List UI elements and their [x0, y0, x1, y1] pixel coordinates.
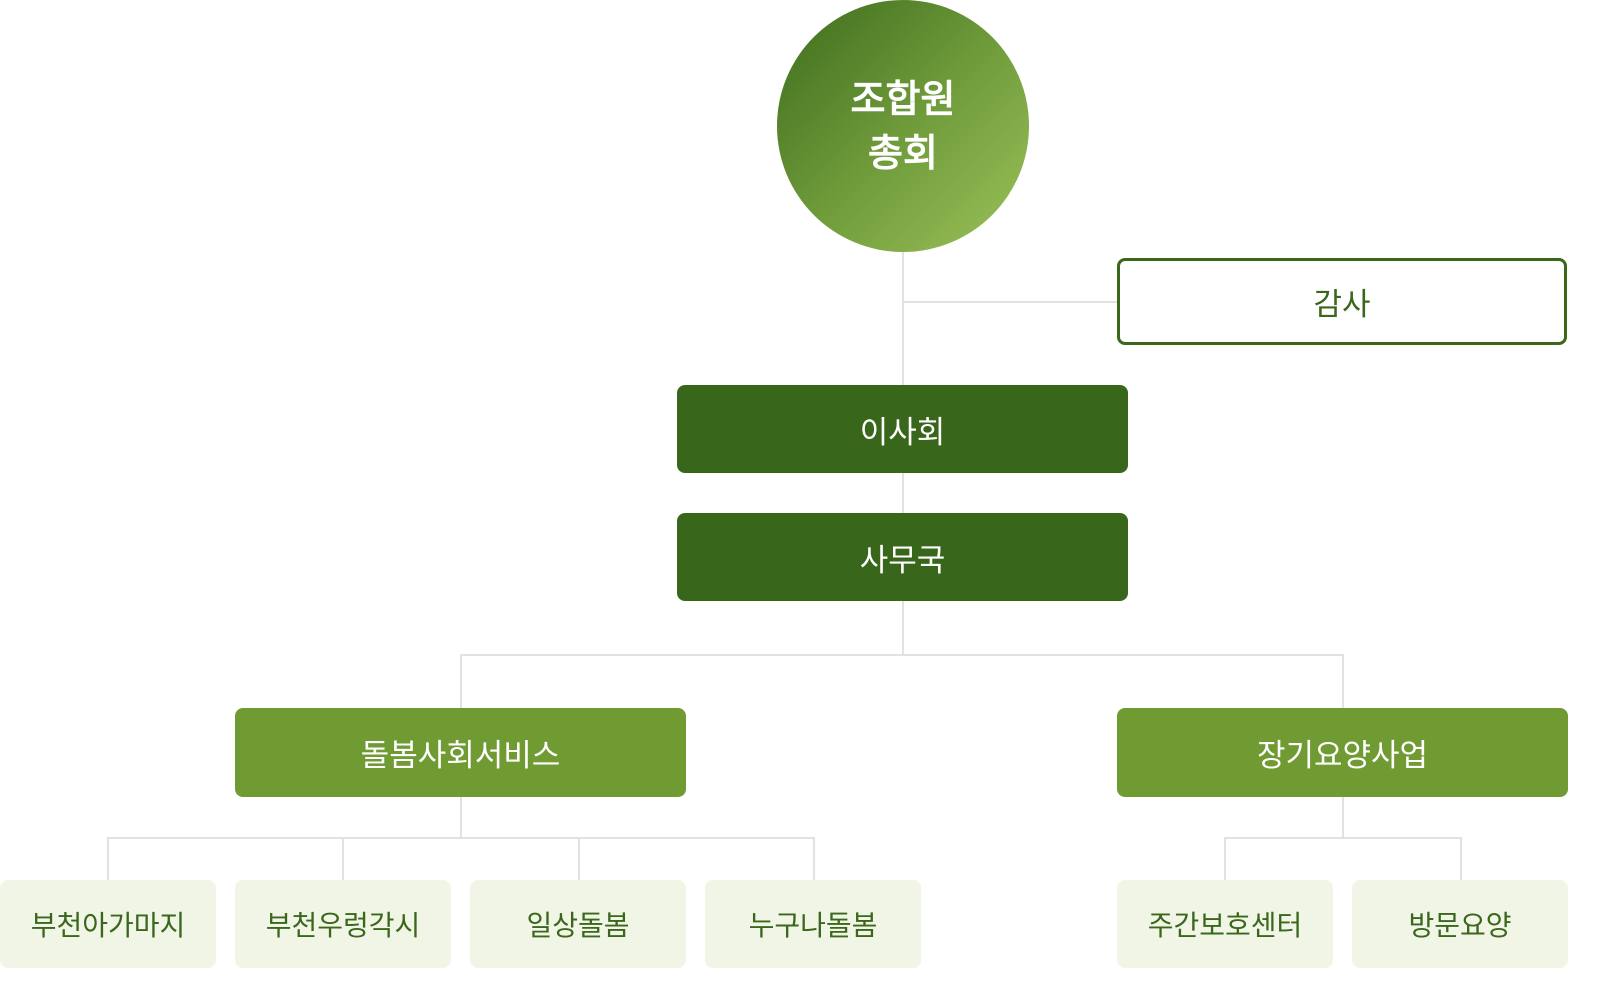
division-label: 돌봄사회서비스 — [360, 738, 561, 774]
connector-line — [902, 301, 1118, 303]
unit-label: 일상돌봄 — [526, 909, 630, 942]
audit-node: 감사 — [1117, 258, 1567, 345]
unit-label: 방문요양 — [1408, 909, 1512, 942]
connector-line — [1224, 837, 1226, 881]
connector-line — [1224, 837, 1462, 839]
division-label: 장기요양사업 — [1256, 738, 1429, 774]
unit-node: 부천아가마지 — [0, 880, 216, 968]
division-node-long-term-care: 장기요양사업 — [1117, 708, 1568, 797]
connector-line — [460, 796, 462, 838]
division-node-care-services: 돌봄사회서비스 — [235, 708, 686, 797]
unit-label: 부천아가마지 — [30, 909, 186, 942]
board-node: 이사회 — [677, 385, 1128, 473]
unit-node: 누구나돌봄 — [705, 880, 921, 968]
secretariat-label: 사무국 — [859, 542, 946, 579]
unit-label: 누구나돌봄 — [748, 909, 878, 942]
unit-node: 부천우렁각시 — [235, 880, 451, 968]
audit-label: 감사 — [1313, 287, 1371, 323]
connector-line — [1342, 796, 1344, 838]
connector-line — [107, 837, 109, 881]
connector-line — [1460, 837, 1462, 881]
connector-line — [813, 837, 815, 881]
connector-line — [460, 654, 1344, 656]
connector-line — [107, 837, 815, 839]
general-assembly-node: 조합원 총회 — [777, 0, 1029, 252]
unit-node: 주간보호센터 — [1117, 880, 1333, 968]
connector-line — [342, 837, 344, 881]
board-label: 이사회 — [859, 414, 946, 451]
connector-line — [460, 654, 462, 709]
secretariat-node: 사무국 — [677, 513, 1128, 601]
unit-node: 일상돌봄 — [470, 880, 686, 968]
connector-line — [1342, 654, 1344, 709]
unit-label: 주간보호센터 — [1147, 909, 1303, 942]
general-assembly-label-line2: 총회 — [868, 131, 938, 175]
general-assembly-label-line1: 조합원 — [850, 77, 956, 121]
connector-line — [578, 837, 580, 881]
unit-node: 방문요양 — [1352, 880, 1568, 968]
unit-label: 부천우렁각시 — [265, 909, 421, 942]
